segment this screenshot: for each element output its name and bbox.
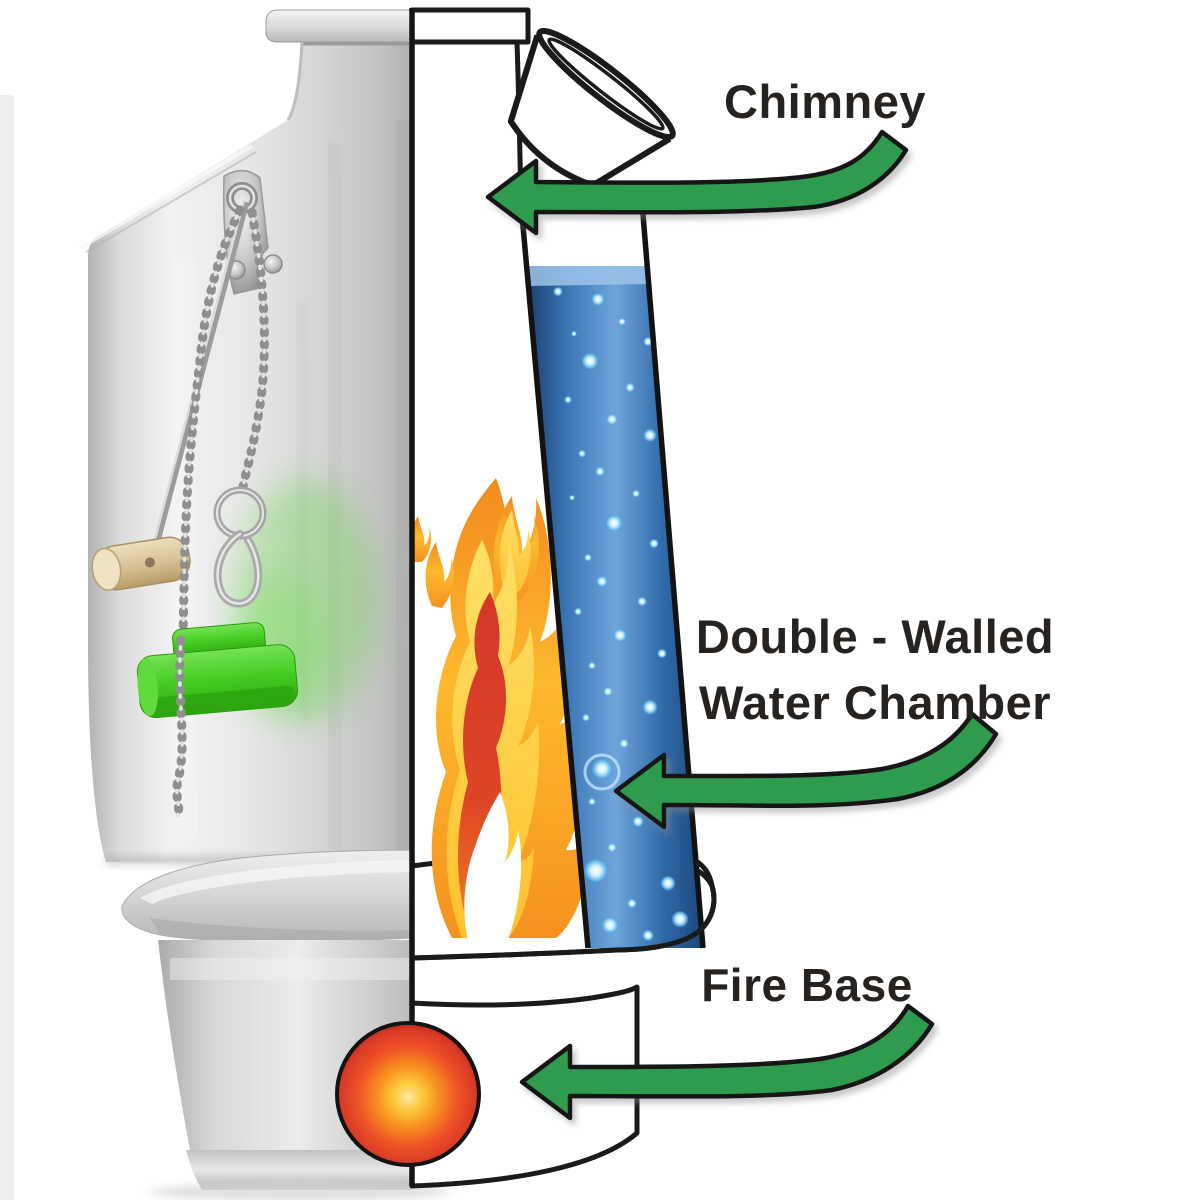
neck-edge: [286, 41, 304, 121]
kettle-lid: [265, 9, 413, 43]
cut-edge-shade: [396, 120, 412, 862]
bubble-ring: [583, 753, 621, 791]
chamber-air-gap: [521, 204, 646, 266]
hanging-chains: [178, 205, 269, 639]
shoulder-seam-shadow: [85, 151, 257, 253]
chimney-cup: [507, 27, 676, 189]
base-bottom-lip: [186, 1150, 412, 1190]
arrow-fire-base: [519, 1003, 935, 1121]
shoulder-seam: [78, 144, 254, 250]
lid-outline: [409, 7, 531, 45]
water-surface: [527, 266, 648, 286]
chimney-label: Chimney: [724, 75, 926, 128]
cutaway-illustration: [335, 7, 999, 1189]
wooden-grip: [91, 536, 191, 591]
ember-ball: [335, 1021, 481, 1167]
fire-base-rim-front: [411, 858, 717, 961]
arrow-chimney: [485, 129, 909, 236]
chamber-right-edge: [638, 189, 706, 949]
kettle-photo: [0, 9, 450, 1200]
fire-base-label: Fire Base: [701, 959, 913, 1011]
water-chamber-label: Double - Walled Water Chamber: [640, 604, 1110, 736]
photo-edge-strip: [0, 95, 14, 1200]
water-chamber-label-line2: Water Chamber: [698, 676, 1052, 729]
water-chamber-label-line1: Double - Walled: [695, 610, 1055, 663]
rivet: [263, 254, 283, 274]
metal-streak: [324, 139, 346, 851]
arrow-water-chamber: [613, 711, 999, 830]
flame-illustration: [410, 478, 594, 950]
annotation-arrows: [485, 129, 999, 1121]
water-bubbles: [553, 287, 689, 942]
chamber-left-edge: [518, 203, 591, 949]
